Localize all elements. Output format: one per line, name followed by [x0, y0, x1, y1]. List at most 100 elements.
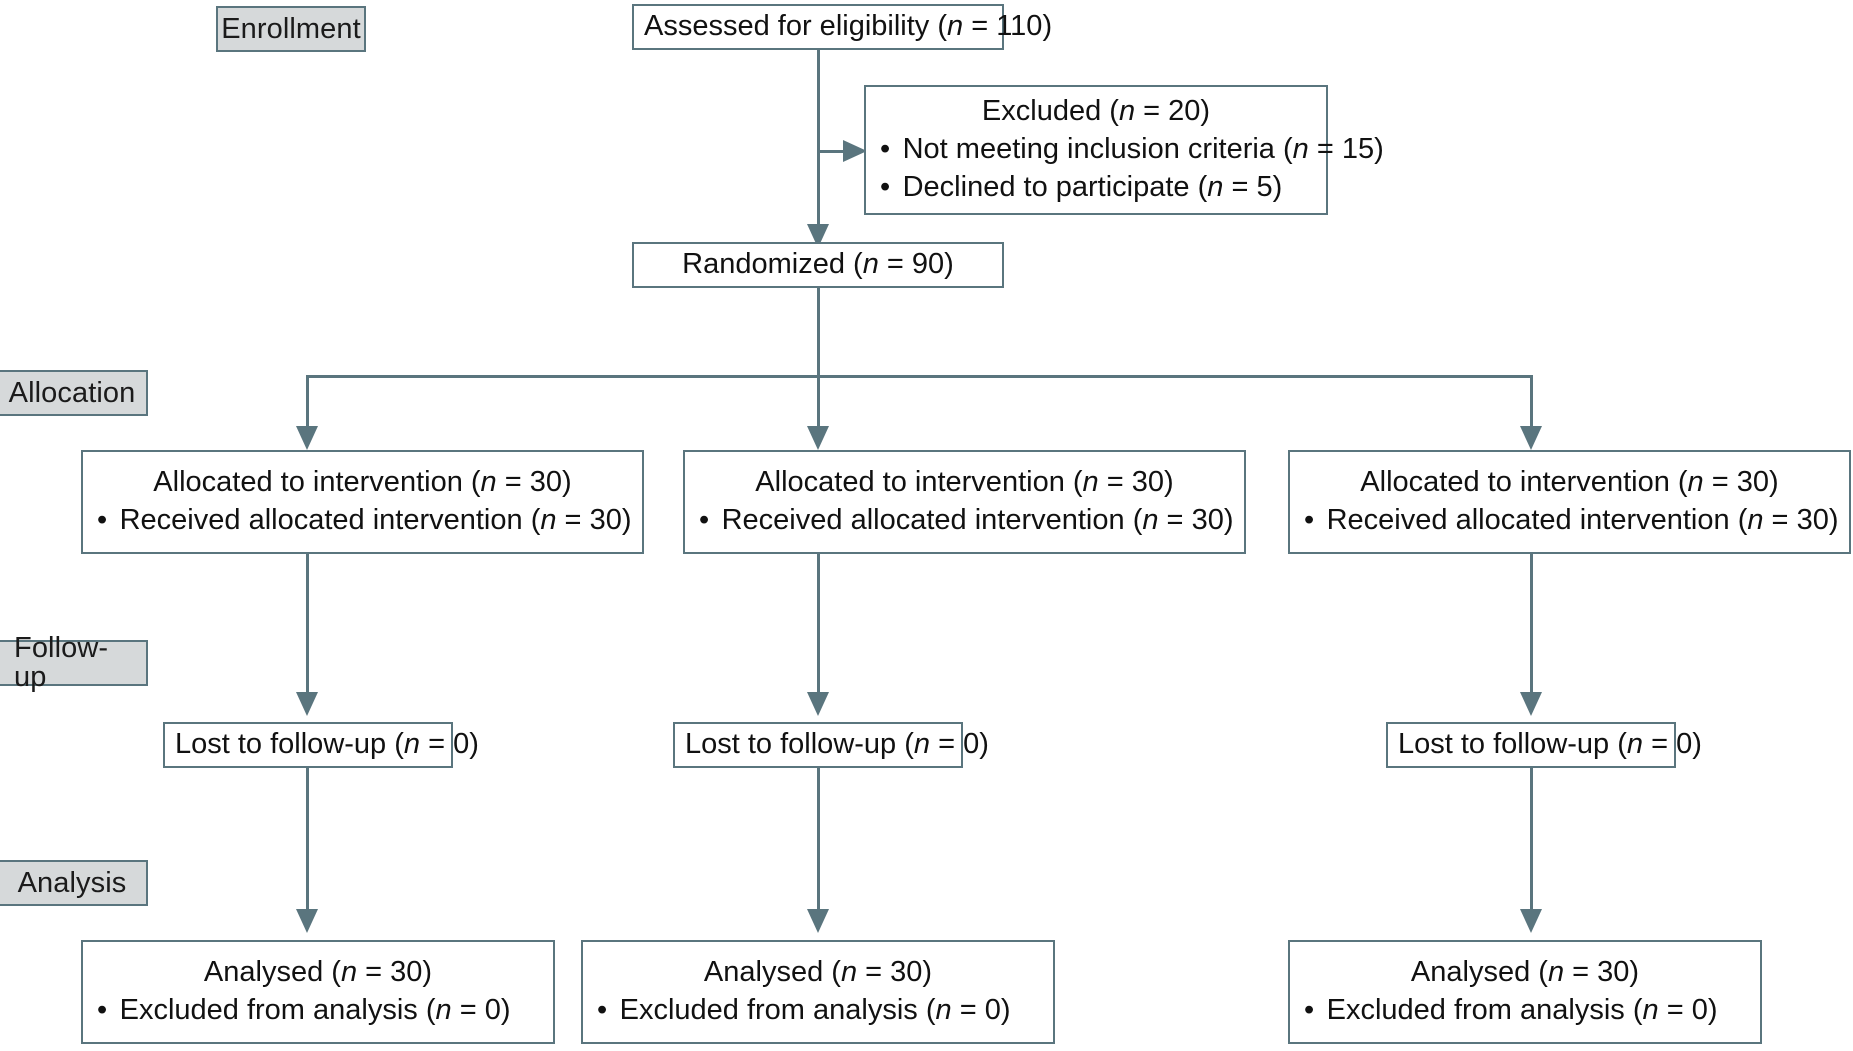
box-allocation-arm-1: Allocated to intervention (n = 30) Recei…: [81, 450, 644, 554]
excluded-reason-1-text: Not meeting inclusion criteria (: [902, 133, 1293, 166]
an1-d-eq: =: [451, 994, 485, 1026]
an2-d-eq: =: [951, 994, 985, 1026]
an1-d-c: ): [500, 994, 511, 1026]
alloc2-h-eq: =: [1098, 466, 1132, 499]
analysis-arm-2-heading: Analysed (n = 30): [593, 954, 1043, 992]
randomized-eq: =: [878, 248, 912, 281]
connector-randomized-stem: [817, 288, 820, 378]
excluded-reason-1-eq: =: [1308, 133, 1342, 166]
alloc3-d-c: ): [1828, 504, 1839, 536]
stage-label-followup: Follow-up: [0, 634, 148, 692]
arrowhead-analysis-arm-1: [296, 909, 318, 933]
connector-alloc-to-fu-arm-2: [817, 554, 820, 696]
excluded-reason-2-n-value: 5: [1256, 170, 1273, 203]
box-analysis-arm-2: Analysed (n = 30) Excluded from analysis…: [581, 940, 1055, 1044]
bullet-icon: [880, 169, 903, 207]
stage-label-allocation-text: Allocation: [8, 376, 136, 409]
excluded-heading-eq: =: [1135, 95, 1169, 128]
box-excluded: Excluded (n = 20) Not meeting inclusion …: [864, 85, 1384, 215]
an3-d-eq: =: [1658, 994, 1692, 1026]
an1-d-v: 0: [484, 994, 501, 1026]
an1-h-text: Analysed (: [203, 956, 341, 989]
fu3-c: ): [1692, 728, 1702, 761]
box-allocation-arm-2: Allocated to intervention (n = 30) Recei…: [683, 450, 1246, 554]
excluded-reason-2-eq: =: [1223, 170, 1257, 203]
alloc3-h-n: n: [1687, 466, 1704, 499]
alloc1-d-n: n: [540, 504, 557, 536]
excluded-reason-1-close: ): [1374, 133, 1384, 166]
connector-fu-to-analysis-arm-1: [306, 768, 309, 913]
connector-allocation-bus: [306, 375, 1533, 378]
connector-fu-to-analysis-arm-3: [1530, 768, 1533, 913]
randomized-close: ): [944, 248, 954, 281]
randomized-line: Randomized (n = 90): [644, 246, 992, 284]
an3-h-n: n: [1547, 956, 1565, 989]
alloc1-d-c: ): [621, 504, 632, 536]
alloc2-d-c: ): [1223, 504, 1234, 536]
fu2-text: Lost to follow-up (: [685, 728, 914, 761]
an2-d-v: 0: [984, 994, 1001, 1026]
an1-h-n: n: [340, 956, 358, 989]
bullet-icon: [880, 131, 903, 169]
arrowhead-alloc-arm-1: [296, 426, 318, 450]
allocation-arm-3-detail: Received allocated intervention (n = 30): [1300, 502, 1839, 540]
stage-label-analysis: Analysis: [0, 860, 148, 906]
analysis-arm-3-heading: Analysed (n = 30): [1300, 954, 1750, 992]
bullet-icon: [1304, 992, 1327, 1030]
alloc2-d-v: 30: [1191, 504, 1224, 536]
stage-label-enrollment-text: Enrollment: [221, 12, 361, 45]
fu3-v: 0: [1676, 728, 1693, 761]
alloc2-d-n: n: [1142, 504, 1159, 536]
bullet-icon: [97, 992, 120, 1030]
allocation-arm-2-heading: Allocated to intervention (n = 30): [695, 464, 1234, 502]
alloc3-d-text: Received allocated intervention (: [1326, 504, 1748, 536]
bullet-icon: [699, 502, 722, 540]
an2-h-text: Analysed (: [703, 956, 841, 989]
alloc2-h-v: 30: [1131, 466, 1165, 499]
box-analysis-arm-3: Analysed (n = 30) Excluded from analysis…: [1288, 940, 1762, 1044]
alloc1-h-v: 30: [529, 466, 563, 499]
excluded-heading-n-value: 20: [1168, 95, 1201, 128]
alloc2-h-c: ): [1164, 466, 1174, 499]
an3-h-v: 30: [1597, 956, 1630, 989]
allocation-arm-1-detail: Received allocated intervention (n = 30): [93, 502, 632, 540]
assessed-text: Assessed for eligibility (: [644, 10, 947, 43]
excluded-heading-n-symbol: n: [1118, 95, 1136, 128]
bullet-icon: [97, 502, 120, 540]
an2-d-c: ): [1000, 994, 1011, 1026]
an3-d-text: Excluded from analysis (: [1326, 994, 1643, 1026]
arrowhead-alloc-arm-2: [807, 426, 829, 450]
alloc2-d-text: Received allocated intervention (: [721, 504, 1143, 536]
fu2-n: n: [913, 728, 931, 761]
randomized-n-value: 90: [911, 248, 945, 281]
fu2-v: 0: [963, 728, 980, 761]
fu3-eq: =: [1643, 728, 1677, 761]
assessed-line: Assessed for eligibility (n = 110): [644, 8, 1052, 46]
an3-d-v: 0: [1691, 994, 1708, 1026]
followup-arm-1-line: Lost to follow-up (n = 0): [175, 726, 479, 764]
box-allocation-arm-3: Allocated to intervention (n = 30) Recei…: [1288, 450, 1851, 554]
an1-h-c: ): [422, 956, 433, 989]
fu1-n: n: [403, 728, 421, 761]
alloc2-d-eq: =: [1158, 504, 1192, 536]
stage-label-enrollment: Enrollment: [216, 6, 366, 52]
fu1-v: 0: [453, 728, 470, 761]
an2-h-eq: =: [857, 956, 891, 989]
assessed-n-value: 110: [996, 10, 1043, 43]
allocation-arm-3-heading: Allocated to intervention (n = 30): [1300, 464, 1839, 502]
excluded-reason-2-text: Declined to participate (: [902, 170, 1208, 203]
an3-h-eq: =: [1564, 956, 1598, 989]
analysis-arm-2-detail: Excluded from analysis (n = 0): [593, 992, 1043, 1030]
excluded-reason-2-close: ): [1272, 170, 1283, 203]
an1-h-v: 30: [390, 956, 423, 989]
an2-h-c: ): [922, 956, 933, 989]
allocation-arm-2-detail: Received allocated intervention (n = 30): [695, 502, 1234, 540]
followup-arm-3-line: Lost to follow-up (n = 0): [1398, 726, 1702, 764]
alloc3-h-c: ): [1769, 466, 1779, 499]
fu2-eq: =: [930, 728, 964, 761]
an3-d-c: ): [1707, 994, 1718, 1026]
arrowhead-analysis-arm-2: [807, 909, 829, 933]
stage-label-followup-text: Follow-up: [14, 632, 109, 693]
alloc3-d-eq: =: [1763, 504, 1797, 536]
